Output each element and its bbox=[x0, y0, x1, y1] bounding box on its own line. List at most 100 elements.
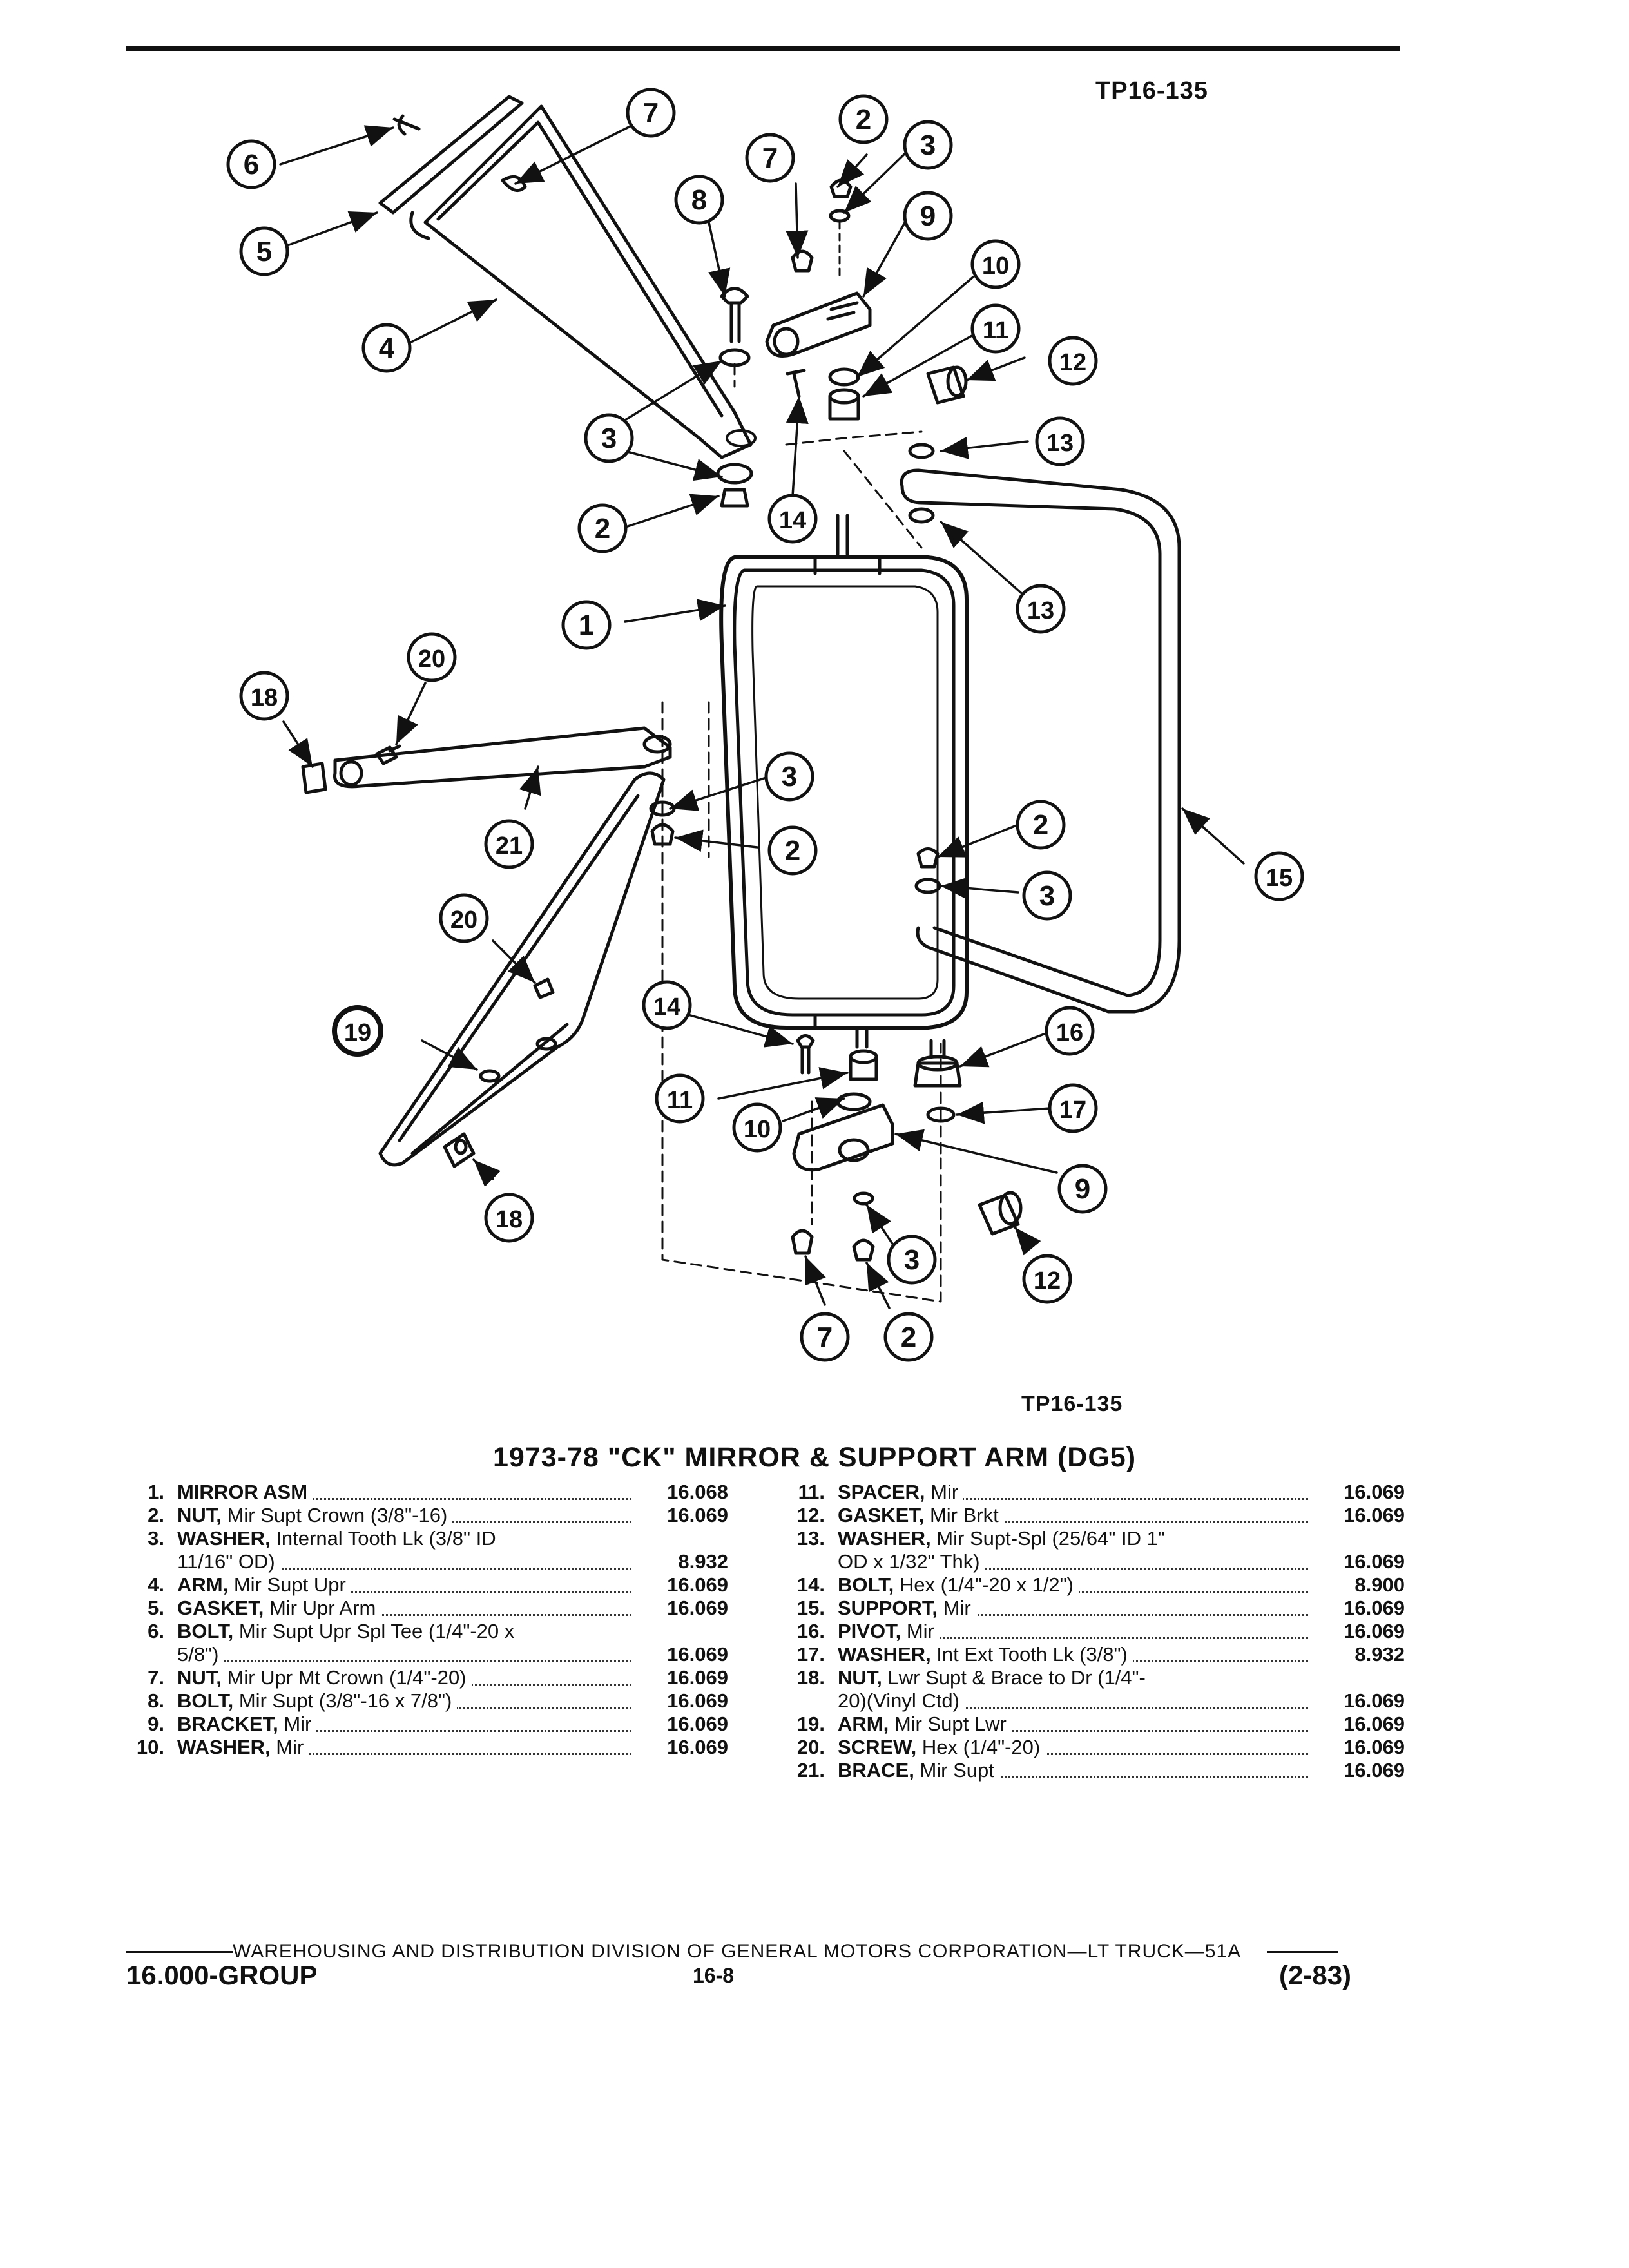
part-reference: 16.069 bbox=[1344, 1736, 1405, 1758]
part-reference: 16.069 bbox=[667, 1573, 728, 1596]
lower-nuts bbox=[791, 1191, 875, 1262]
part-description: NUT, Mir Upr Mt Crown (1/4"-20) bbox=[177, 1666, 631, 1689]
bracket-crown-nut bbox=[791, 249, 814, 273]
part-description: SUPPORT, Mir bbox=[838, 1597, 1308, 1620]
mirror-top-stud bbox=[836, 514, 849, 556]
part-number: 21. bbox=[796, 1759, 825, 1782]
part-name: NUT, bbox=[177, 1666, 222, 1689]
part-reference: 16.068 bbox=[667, 1481, 728, 1503]
callout-3: 3 bbox=[903, 120, 953, 170]
callout-17: 17 bbox=[1048, 1083, 1098, 1133]
part-number: 8. bbox=[148, 1689, 164, 1712]
callout-10: 10 bbox=[732, 1102, 782, 1153]
part-number: 0. bbox=[783, 1550, 838, 1573]
hex-bolt-upper bbox=[786, 369, 806, 398]
part-name: BOLT, bbox=[838, 1573, 894, 1596]
callout-11: 11 bbox=[655, 1073, 705, 1124]
part-description: NUT, Mir Supt Crown (3/8"-16) bbox=[177, 1504, 631, 1527]
part-description: BOLT, Hex (1/4"-20 x 1/2") bbox=[838, 1573, 1308, 1597]
callout-label: 7 bbox=[762, 142, 778, 174]
part-reference: 16.069 bbox=[1344, 1759, 1405, 1782]
lower-gasket-cylinder bbox=[978, 1191, 1023, 1236]
part-description: ARM, Mir Supt Upr bbox=[177, 1573, 631, 1597]
part-name: BOLT, bbox=[177, 1689, 234, 1712]
callout-label: 12 bbox=[1034, 1267, 1061, 1294]
part-desc-text: Int Ext Tooth Lk (3/8") bbox=[930, 1643, 1128, 1666]
callout-18: 18 bbox=[484, 1193, 534, 1243]
part-row: 13. WASHER, Mir Supt-Spl (25/64" ID 1" bbox=[783, 1527, 1405, 1550]
callout-15: 15 bbox=[1254, 851, 1304, 901]
part-reference: 16.069 bbox=[667, 1597, 728, 1619]
part-name: BOLT, bbox=[177, 1620, 234, 1642]
part-number: 0. bbox=[783, 1689, 838, 1713]
part-name: NUT, bbox=[177, 1504, 222, 1526]
vinyl-nut-lower bbox=[443, 1132, 476, 1168]
support-nut-washer bbox=[914, 847, 941, 894]
part-reference: 16.069 bbox=[1344, 1481, 1405, 1503]
callout-4: 4 bbox=[361, 323, 412, 373]
part-description: WASHER, Mir Supt-Spl (25/64" ID 1" bbox=[838, 1527, 1308, 1550]
part-number: 3. bbox=[148, 1527, 164, 1550]
part-reference: 16.069 bbox=[1344, 1713, 1405, 1735]
part-reference: 16.069 bbox=[1344, 1504, 1405, 1526]
callout-label: 11 bbox=[667, 1087, 693, 1114]
part-desc-text: Mir Upr Mt Crown (1/4"-20) bbox=[221, 1666, 467, 1689]
tee-bolt bbox=[392, 114, 421, 136]
callout-label: 10 bbox=[982, 253, 1009, 280]
callout-14: 14 bbox=[767, 494, 818, 544]
part-desc-text: Mir Supt-Spl (25/64" ID 1" bbox=[930, 1527, 1165, 1550]
callout-label: 5 bbox=[256, 236, 272, 267]
callout-label: 10 bbox=[744, 1116, 771, 1143]
callout-2: 2 bbox=[838, 94, 889, 144]
callout-label: 9 bbox=[1075, 1173, 1090, 1205]
part-description: 11/16" OD) bbox=[177, 1550, 631, 1573]
callout-label: 16 bbox=[1056, 1019, 1083, 1046]
callout-label: 14 bbox=[653, 994, 680, 1021]
part-desc-text: Mir Brkt bbox=[924, 1504, 999, 1526]
footer-page-number: 16-8 bbox=[693, 1964, 735, 1987]
callout-label: 19 bbox=[344, 1019, 371, 1046]
part-number: 1. bbox=[148, 1481, 164, 1503]
callout-label: 2 bbox=[901, 1321, 916, 1353]
callout-label: 18 bbox=[496, 1206, 523, 1233]
part-number: 13. bbox=[796, 1527, 825, 1550]
part-desc-text: OD x 1/32" Thk) bbox=[838, 1550, 980, 1573]
callout-label: 3 bbox=[1039, 880, 1055, 912]
footer-group: 16.000-GROUP bbox=[126, 1960, 318, 1990]
part-name: SCREW, bbox=[838, 1736, 917, 1758]
callout-19: 19 bbox=[332, 1005, 383, 1057]
footer-date: (2-83) bbox=[1279, 1960, 1352, 1990]
part-desc-text: Mir Supt Lwr bbox=[889, 1713, 1007, 1735]
part-desc-text: 20)(Vinyl Ctd) bbox=[838, 1689, 959, 1712]
upper-bracket-nut-washer bbox=[829, 178, 853, 278]
part-row: 17.WASHER, Int Ext Tooth Lk (3/8")8.932 bbox=[783, 1643, 1405, 1666]
mirror-support bbox=[900, 443, 1181, 1014]
callout-2: 2 bbox=[577, 503, 628, 553]
callout-label: 13 bbox=[1027, 597, 1054, 624]
callout-16: 16 bbox=[1045, 1006, 1095, 1056]
callout-label: 2 bbox=[785, 835, 800, 867]
part-name: ARM, bbox=[838, 1713, 889, 1735]
callout-label: 15 bbox=[1266, 865, 1293, 892]
part-number: 7. bbox=[148, 1666, 164, 1689]
part-number: 18. bbox=[796, 1666, 825, 1689]
part-desc-text: Mir bbox=[270, 1736, 304, 1758]
callout-7: 7 bbox=[800, 1312, 850, 1362]
callout-label: 6 bbox=[244, 149, 259, 180]
part-desc-text: Lwr Supt & Brace to Dr (1/4"- bbox=[882, 1666, 1146, 1689]
part-desc-text: Mir Supt Crown (3/8"-16) bbox=[221, 1504, 448, 1526]
part-reference: 16.069 bbox=[1344, 1550, 1405, 1573]
callout-9: 9 bbox=[903, 191, 953, 241]
part-reference: 8.932 bbox=[1354, 1643, 1405, 1666]
callout-14: 14 bbox=[642, 980, 692, 1030]
part-row: 7.NUT, Mir Upr Mt Crown (1/4"-20)16.069 bbox=[122, 1666, 728, 1689]
part-name: BRACKET, bbox=[177, 1713, 278, 1735]
callout-21: 21 bbox=[484, 819, 534, 869]
part-name: WASHER, bbox=[177, 1736, 271, 1758]
